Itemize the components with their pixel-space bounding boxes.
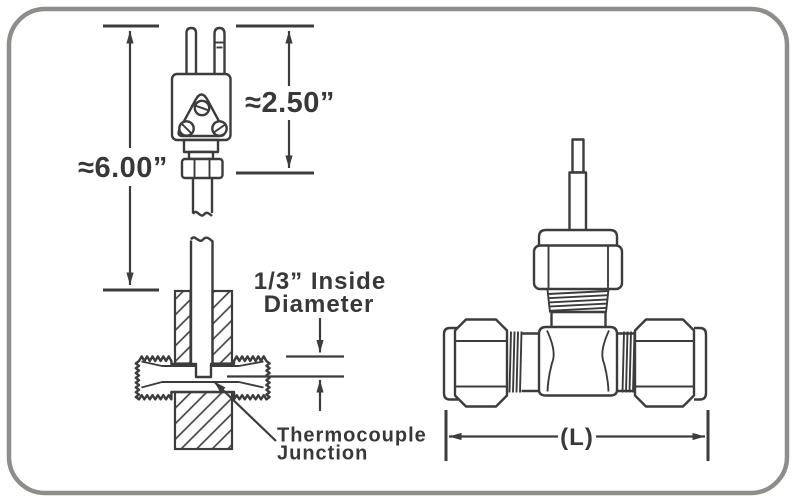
dimension-tee-length: (L) bbox=[444, 410, 710, 461]
right-compression-nut bbox=[633, 318, 696, 408]
wall-block-upper-right bbox=[211, 289, 234, 365]
wall-section-view bbox=[134, 236, 271, 451]
tee-top-nut bbox=[532, 244, 624, 291]
label-junction-2: Junction bbox=[277, 443, 368, 465]
dimension-probe-length: ≈6.00” bbox=[78, 24, 168, 292]
threaded-fitting-section bbox=[134, 355, 271, 401]
connector-prong-right bbox=[213, 26, 226, 75]
probe-sheath-lower bbox=[189, 236, 214, 363]
label-probe-length: ≈6.00” bbox=[78, 152, 168, 184]
tee-fitting-side-view bbox=[442, 138, 708, 408]
tee-body bbox=[537, 325, 619, 397]
right-side-threads bbox=[621, 331, 636, 393]
probe-hex-nut bbox=[180, 157, 224, 180]
connector-collar bbox=[182, 138, 220, 154]
label-junction-1: Thermocouple bbox=[277, 425, 427, 447]
dimension-inside-diameter: 1/3” Inside Diameter bbox=[227, 268, 386, 411]
label-tee-length: (L) bbox=[560, 424, 594, 451]
wall-block-lower bbox=[173, 390, 234, 451]
probe-front-view bbox=[170, 26, 232, 217]
page-border bbox=[6, 6, 790, 496]
tee-neck bbox=[550, 310, 607, 329]
screw-bottom-left bbox=[178, 120, 195, 137]
screw-bottom-right bbox=[211, 120, 228, 137]
left-compression-nut bbox=[453, 318, 509, 408]
dimension-connector-length: ≈2.50” bbox=[236, 24, 335, 175]
fitting-bore bbox=[141, 360, 264, 389]
label-inside-diameter-1: 1/3” Inside bbox=[254, 268, 386, 295]
tee-cap-flange bbox=[537, 228, 619, 248]
right-nut-cap bbox=[694, 326, 708, 401]
tee-stem-rod bbox=[571, 138, 585, 174]
left-side-threads bbox=[508, 331, 523, 393]
junction-callout: Thermocouple Junction bbox=[213, 380, 427, 465]
tee-stem-sleeve bbox=[568, 171, 588, 233]
wall-block-upper-left bbox=[173, 289, 192, 365]
probe-sheath-upper bbox=[191, 178, 214, 217]
screw-top bbox=[193, 99, 211, 117]
label-connector-length: ≈2.50” bbox=[245, 87, 335, 119]
label-inside-diameter-2: Diameter bbox=[264, 291, 375, 318]
tee-top-threads bbox=[546, 289, 610, 313]
connector-prong-left bbox=[185, 26, 198, 75]
